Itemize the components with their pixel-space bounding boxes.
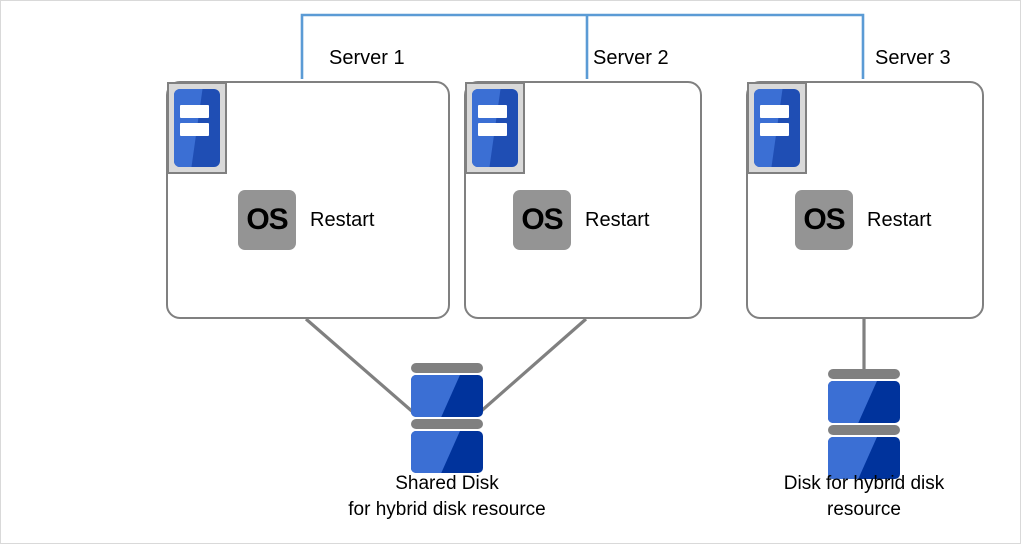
disk-platter-lower [828, 437, 900, 479]
server-rack-icon-2 [465, 82, 525, 174]
server-box-2[interactable]: OS Restart [464, 81, 702, 319]
os-status-row-2: OS Restart [513, 190, 649, 250]
disk-cap [411, 363, 483, 373]
disk-stack-icon-shared [411, 363, 483, 473]
os-status-row-3: OS Restart [795, 190, 931, 250]
restart-label-3: Restart [867, 208, 932, 231]
hybrid-disk-caption-line2: resource [827, 498, 901, 520]
shared-disk-caption: Shared Disk for hybrid disk resource [317, 471, 577, 522]
server-rack-icon-1 [167, 82, 227, 174]
disk-divider [411, 419, 483, 429]
disk-cap [828, 369, 900, 379]
os-badge-2: OS [513, 190, 571, 250]
disk-platter-lower [411, 431, 483, 473]
os-badge-3: OS [795, 190, 853, 250]
restart-label-1: Restart [310, 208, 375, 231]
shared-disk-caption-line1: Shared Disk [395, 473, 499, 494]
server-label-2: Server 2 [593, 47, 669, 69]
disk-connectors [304, 317, 866, 415]
server-label-1: Server 1 [329, 47, 405, 69]
server-rack-icon-3 [747, 82, 807, 174]
server-label-3: Server 3 [875, 47, 951, 69]
disk-stack-icon-hybrid [828, 369, 900, 479]
shared-disk-caption-line2: for hybrid disk resource [348, 498, 546, 520]
restart-label-2: Restart [585, 208, 650, 231]
disk-platter-upper [411, 375, 483, 417]
hybrid-disk-caption: Disk for hybrid disk resource [749, 471, 979, 522]
os-status-row-1: OS Restart [238, 190, 374, 250]
disk-platter-upper [828, 381, 900, 423]
disk-divider [828, 425, 900, 435]
hybrid-disk-caption-line1: Disk for hybrid disk [783, 473, 945, 494]
os-badge-1: OS [238, 190, 296, 250]
cluster-bracket [300, 13, 865, 79]
